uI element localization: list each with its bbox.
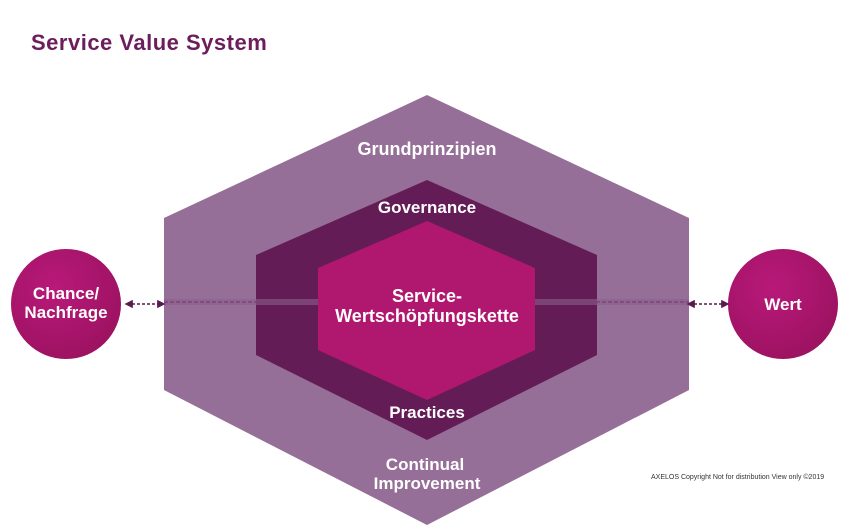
value-circle: [728, 249, 838, 359]
value-chain-label-line2: Wertschöpfungskette: [335, 306, 519, 326]
flow-band-left: [164, 299, 318, 305]
opportunity-demand-circle: [11, 249, 121, 359]
practices-label: Practices: [389, 403, 465, 422]
value-chain-hexagon: [318, 221, 535, 400]
value-chain-label-line1: Service-: [392, 286, 462, 306]
flow-band-right: [535, 299, 689, 305]
improvement-label-line1: Continual: [386, 455, 464, 474]
opportunity-label-line2: Nachfrage: [24, 303, 107, 322]
improvement-label-line2: Improvement: [374, 474, 481, 493]
copyright-notice: AXELOS Copyright Not for distribution Vi…: [651, 474, 825, 481]
value-label: Wert: [764, 295, 802, 314]
governance-label: Governance: [378, 198, 476, 217]
page-title: Service Value System: [31, 30, 268, 55]
guiding-principles-label: Grundprinzipien: [358, 139, 497, 159]
opportunity-label-line1: Chance/: [33, 284, 99, 303]
